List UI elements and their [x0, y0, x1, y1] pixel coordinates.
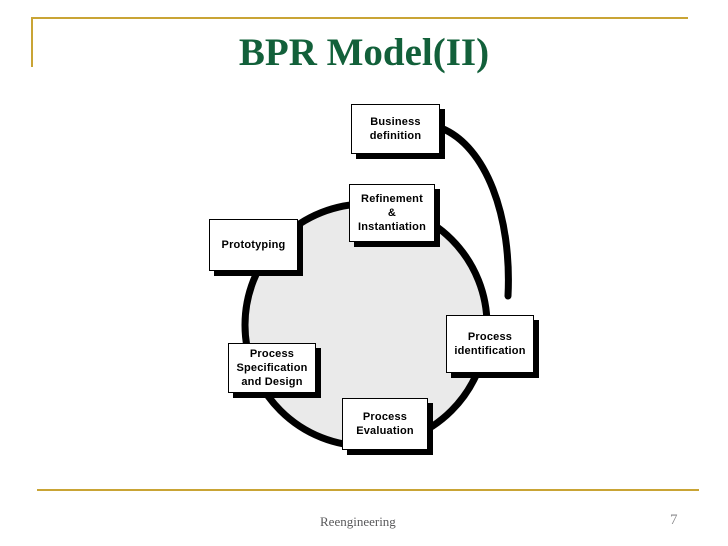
node-process-identification[interactable]: Process identification — [446, 315, 534, 373]
top-gold-rule — [31, 17, 688, 19]
footer-label: Reengineering — [320, 514, 396, 529]
cycle-outer-arc — [437, 124, 512, 300]
node-refinement-instantiation[interactable]: Refinement & Instantiation — [349, 184, 435, 242]
node-business-definition[interactable]: Business definition — [351, 104, 440, 154]
node-process-specification-and-design[interactable]: Process Specification and Design — [228, 343, 316, 393]
page-title: BPR Model(II) — [238, 31, 490, 74]
bottom-gold-rule — [37, 489, 699, 491]
node-prototyping[interactable]: Prototyping — [209, 219, 298, 271]
slide-number: 7 — [670, 512, 678, 528]
left-gold-rule — [31, 17, 33, 67]
node-process-evaluation[interactable]: Process Evaluation — [342, 398, 428, 450]
